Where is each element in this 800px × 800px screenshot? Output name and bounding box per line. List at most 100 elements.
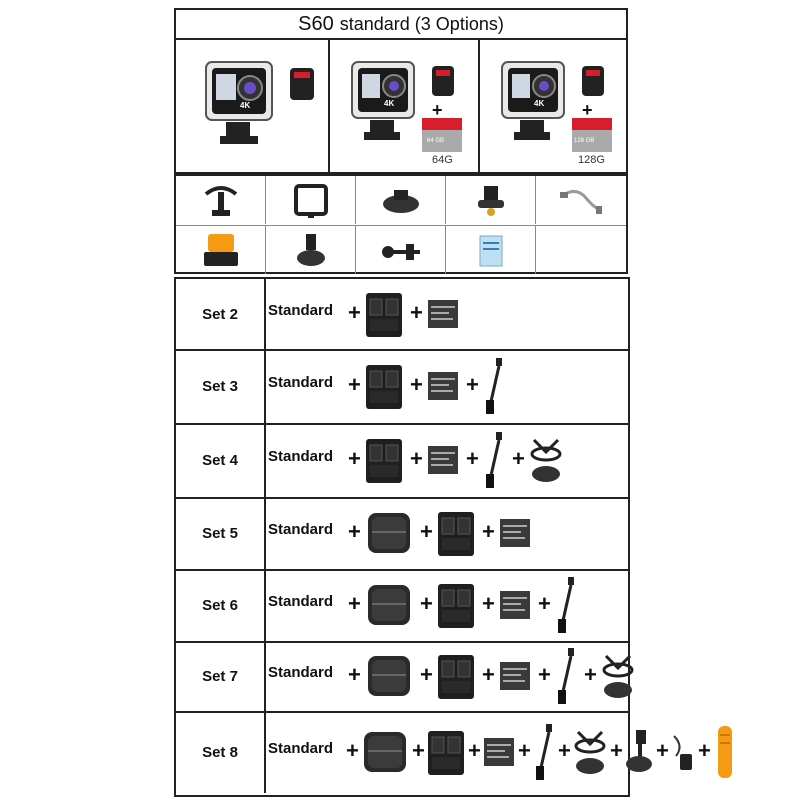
set-label: Set 2 (176, 279, 266, 349)
battery-item (426, 370, 460, 402)
plus-sign: + (482, 591, 495, 616)
set-label: Set 8 (176, 711, 266, 793)
plus-sign: + (420, 662, 433, 687)
title-model: S60 (298, 12, 334, 35)
charger-item (436, 580, 476, 630)
charger-icon (366, 365, 402, 409)
selfie-stick-icon (536, 724, 552, 780)
case-icon (368, 656, 410, 696)
j-hook-mount-icon (296, 234, 325, 266)
accessories-row-2 (176, 225, 626, 274)
accessory-cell[interactable] (356, 226, 446, 274)
accessory-cell[interactable] (446, 176, 536, 224)
plus-sign: + (582, 100, 593, 120)
charger-item (364, 361, 404, 411)
option-2[interactable]: 4K 64 GB + 64G (328, 40, 480, 172)
option-3[interactable]: 4K 128 GB + 128G (478, 40, 626, 172)
chest-strap-icon (602, 654, 634, 698)
accessory-cell[interactable] (536, 176, 626, 224)
plus-sign: + (410, 372, 423, 397)
battery-item (482, 736, 516, 768)
charger-item (364, 289, 404, 339)
set-label: Set 5 (176, 497, 266, 569)
battery-icon (428, 300, 458, 328)
standard-label: Standard (268, 448, 334, 465)
charger-icon (438, 512, 474, 556)
floating-grip-icon (718, 726, 732, 778)
case-item (364, 581, 414, 629)
plus-sign: + (558, 738, 571, 763)
charger-icon (366, 439, 402, 483)
svg-text:4K: 4K (384, 99, 394, 108)
case-item (364, 509, 414, 557)
plus-sign: + (482, 519, 495, 544)
battery-icon (428, 446, 458, 474)
sd-capacity-label: 128G (578, 154, 605, 166)
chest-strap-icon (530, 438, 562, 482)
charger-item (436, 651, 476, 701)
battery-icon (500, 662, 530, 690)
plus-sign: + (466, 446, 479, 471)
set-label: Set 3 (176, 349, 266, 423)
plus-sign: + (518, 738, 531, 763)
plus-sign: + (348, 300, 361, 325)
plus-sign: + (412, 738, 425, 763)
plus-sign: + (348, 446, 361, 471)
curved-adhesive-mount-icon (382, 190, 419, 213)
standard-label: Standard (268, 740, 334, 757)
usb-cable-icon (560, 190, 603, 214)
plus-sign: + (512, 446, 525, 471)
battery-icon (484, 738, 514, 766)
case-icon (364, 732, 406, 772)
camera-with-remote-and-sd-icon: 4K 128 GB (501, 61, 612, 152)
battery-item (498, 517, 532, 549)
plus-sign: + (348, 519, 361, 544)
accessory-cell[interactable] (266, 226, 356, 274)
charger-item (426, 727, 466, 777)
quick-release-buckle-icon (203, 234, 238, 266)
plus-sign: + (656, 738, 669, 763)
car-charger-icon (673, 735, 692, 770)
accessory-cell[interactable] (176, 226, 266, 274)
plus-sign: + (410, 300, 423, 325)
handlebar-mount-icon (204, 186, 237, 216)
plus-sign: + (698, 738, 711, 763)
option-1[interactable]: 4K (176, 40, 330, 172)
sd-capacity-label: 64G (432, 154, 453, 166)
charger-icon (428, 731, 464, 775)
accessory-cell[interactable] (266, 176, 356, 224)
plus-sign: + (538, 662, 551, 687)
chest-strap-item (600, 648, 636, 704)
battery-icon (428, 372, 458, 400)
camera-with-remote-and-sd-icon: 4K 64 GB (351, 61, 462, 152)
chest-strap-item (528, 432, 564, 488)
case-item (360, 728, 410, 776)
accessory-cell[interactable] (176, 176, 266, 224)
plus-sign: + (410, 446, 423, 471)
set-label: Set 4 (176, 423, 266, 497)
chest-strap-item (572, 724, 608, 780)
svg-text:128 GB: 128 GB (574, 138, 594, 144)
svg-text:64 GB: 64 GB (427, 138, 444, 144)
plus-sign: + (584, 662, 597, 687)
title-subtitle: standard (3 Options) (339, 13, 504, 34)
car-charger-item (670, 732, 696, 772)
selfie-stick-item (554, 575, 578, 635)
set-label: Set 6 (176, 569, 266, 641)
accessory-cell[interactable] (356, 176, 446, 224)
screw-rod-icon (381, 244, 420, 260)
product-title: S60 standard (3 Options) (174, 8, 628, 40)
frame-housing-icon (293, 184, 328, 218)
standard-label: Standard (268, 664, 334, 681)
camera-with-remote-icon: 4K (205, 61, 314, 144)
accessory-cell[interactable] (446, 226, 536, 274)
battery-icon (500, 519, 530, 547)
